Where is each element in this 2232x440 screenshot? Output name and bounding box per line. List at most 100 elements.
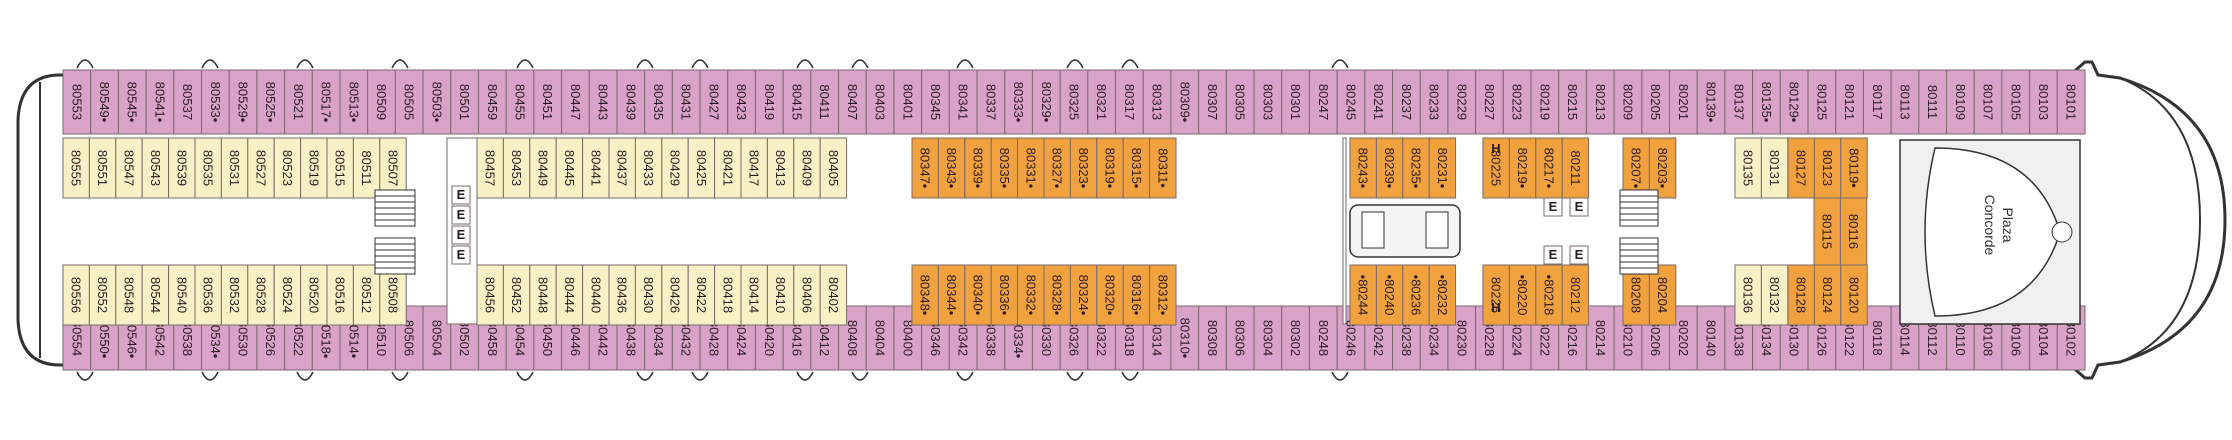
- suite-h-lower-3-box: [1561, 264, 1590, 326]
- starboard-cabin-6: 80529•: [228, 69, 258, 135]
- interior-aft-lower-10: 80516: [326, 264, 354, 326]
- interior-mid-upper-5-box: [608, 137, 636, 199]
- starboard-cabin-31-number: 80345: [928, 84, 943, 120]
- interior-bow-lower-1-number: 80132: [1767, 277, 1782, 313]
- suite-mid-lower-8-box: [1122, 264, 1151, 326]
- starboard-cabin-41-box: [1198, 69, 1227, 135]
- interior-aft-upper-4: 80539: [168, 137, 196, 199]
- suite-fwd-lower-3-number: •80232: [1435, 275, 1450, 316]
- port-cabin-0-number: 80554: [69, 320, 84, 356]
- suite-h-upper-0: 80225: [1482, 137, 1510, 199]
- suite-fwd-upper-1: 80239•: [1375, 137, 1404, 199]
- starboard-cabin-67: 80111: [1918, 69, 1948, 135]
- port-cabin-57-number: 80206: [1648, 320, 1663, 356]
- interior-aft-upper-2-number: 80547: [122, 150, 137, 186]
- elevator-aft-2-box: [451, 225, 471, 245]
- starboard-cabin-70: 80105: [2001, 69, 2031, 135]
- starboard-cabin-52-box: [1502, 69, 1532, 135]
- interior-mid-upper-2-box: [529, 137, 557, 199]
- port-cabin-58: 80202: [1669, 305, 1698, 371]
- port-cabin-37-number: 80322: [1094, 320, 1109, 356]
- interior-mid-lower-4-box: [582, 264, 610, 326]
- port-cabin-53-number: 80222: [1537, 320, 1552, 356]
- port-cabin-45-number: 80248: [1316, 320, 1331, 356]
- interior-mid-upper-9-number: 80421: [720, 150, 735, 186]
- starboard-cabin-55: 80213: [1585, 69, 1615, 135]
- interior-mid-upper-10-number: 80417: [747, 150, 762, 186]
- interior-mid-upper-3: 80445: [555, 137, 584, 199]
- starboard-cabin-57-box: [1641, 69, 1671, 135]
- port-cabin-52-number: 80224: [1510, 320, 1525, 356]
- suite-fwd-lower-0: •80244: [1349, 264, 1377, 326]
- suite-front-upper-2-box: [1840, 137, 1868, 199]
- starboard-cabin-62-box: [1779, 69, 1809, 135]
- suite-mid-upper-5-number: 80327•: [1050, 148, 1065, 189]
- starboard-cabin-30-box: [893, 69, 923, 135]
- starboard-cabin-35-number: 80329•: [1039, 82, 1054, 123]
- starboard-cabin-33-box: [976, 69, 1006, 135]
- suite-front-mid-0-box: [1813, 197, 1841, 266]
- suite-front-upper-2: 80119•: [1840, 137, 1868, 199]
- starboard-cabin-39: 80313: [1142, 69, 1172, 135]
- interior-aft-upper-1-number: 80551: [95, 150, 110, 186]
- starboard-cabin-13-number: 80503•: [429, 82, 444, 123]
- starboard-cabin-37: 80321: [1087, 69, 1117, 135]
- interior-mid-lower-10: 80414: [740, 264, 768, 326]
- interior-mid-upper-7-box: [661, 137, 689, 199]
- elevator-fwd-0: E: [1543, 197, 1563, 217]
- starboard-cabin-26-number: 80415: [790, 84, 805, 120]
- port-cabin-72-number: 80102: [2064, 320, 2079, 356]
- starboard-cabin-48: 80237: [1392, 69, 1421, 135]
- interior-mid-lower-5: 80436: [608, 264, 636, 326]
- starboard-cabin-18-number: 80447: [568, 84, 583, 120]
- port-cabin-16-number: 80454: [513, 320, 528, 356]
- interior-mid-lower-9-box: [714, 264, 742, 326]
- interior-aft-lower-10-box: [326, 264, 354, 326]
- interior-mid-upper-9: 80421: [714, 137, 742, 199]
- suite-fwd-upper-2-box: [1402, 137, 1430, 199]
- interior-aft-upper-5-number: 80535: [201, 150, 216, 186]
- suite-fwd-lower-1-number: •80240: [1382, 275, 1397, 316]
- suite-front-lower-2: 80120: [1840, 264, 1868, 326]
- starboard-cabin-22-box: [671, 69, 701, 135]
- starboard-cabin-19: 80443: [588, 69, 618, 135]
- starboard-cabin-68-box: [1946, 69, 1975, 135]
- starboard-cabin-68: 80109: [1946, 69, 1975, 135]
- suite-fwd-upper-0: 80243•: [1349, 137, 1377, 199]
- port-cabin-7-number: 80526: [263, 320, 278, 356]
- port-cabin-65: 80118: [1862, 305, 1892, 371]
- starboard-cabin-24-box: [727, 69, 756, 135]
- interior-mid-lower-9: 80418: [714, 264, 742, 326]
- starboard-cabin-19-number: 80443: [596, 84, 611, 120]
- interior-mid-lower-5-number: 80436: [615, 277, 630, 313]
- port-cabin-25-number: 80420: [762, 320, 777, 356]
- starboard-cabin-57-number: 80205: [1648, 84, 1663, 120]
- interior-aft-lower-6-number: 80532: [227, 277, 242, 313]
- interior-mid-upper-13-box: [819, 137, 848, 199]
- starboard-cabin-72-number: 80101: [2064, 84, 2079, 120]
- starboard-cabin-42: 80305: [1225, 69, 1255, 135]
- starboard-cabin-60-number: 80137: [1731, 84, 1746, 120]
- connect-arrow-bottom-12: [1331, 371, 1349, 381]
- interior-mid-upper-13-number: 80405: [826, 150, 841, 186]
- starboard-cabin-34: 80333•: [1004, 69, 1033, 135]
- port-cabin-24-number: 80424: [734, 320, 749, 356]
- suite-mid-upper-0-number: 80347•: [918, 148, 933, 189]
- port-cabin-1-number: 80550•: [97, 318, 112, 359]
- interior-aft-lower-6: 80532: [220, 264, 249, 326]
- port-cabin-31-number: 80346: [928, 320, 943, 356]
- suite-mid-upper-4: 80331•: [1017, 137, 1045, 199]
- starboard-cabin-42-box: [1225, 69, 1255, 135]
- interior-mid-lower-11-box: [766, 264, 795, 326]
- connect-arrow-bottom-11: [1121, 371, 1139, 381]
- interior-mid-upper-4-number: 80441: [588, 150, 603, 186]
- interior-mid-upper-13: 80405: [819, 137, 848, 199]
- interior-aft-lower-4-number: 80540: [174, 277, 189, 313]
- interior-aft-lower-3-number: 80544: [148, 277, 163, 313]
- interior-aft-lower-3-box: [141, 264, 170, 326]
- interior-mid-lower-3-number: 80444: [562, 277, 577, 313]
- starboard-cabin-66-number: 80113: [1897, 84, 1912, 119]
- interior-aft-lower-11: 80512: [352, 264, 381, 326]
- suite-front-lower-1-number: 80124: [1820, 277, 1835, 313]
- interior-mid-upper-12: 80409: [793, 137, 821, 199]
